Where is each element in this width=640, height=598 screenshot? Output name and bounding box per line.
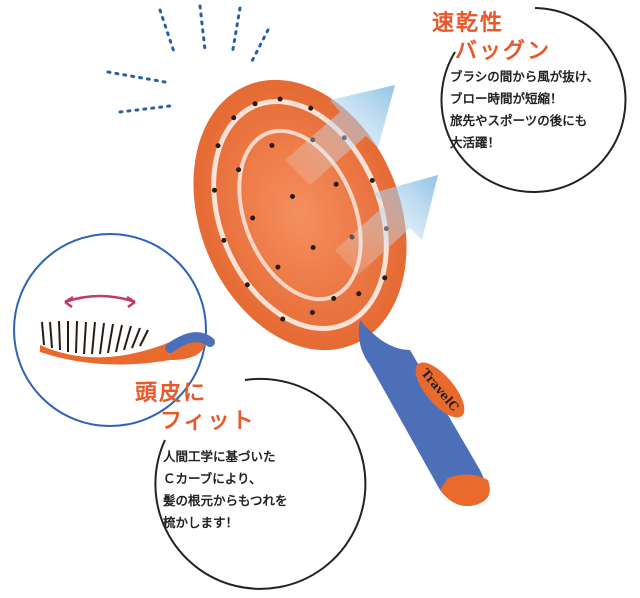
quick-dry-heading-2: バッグン [455,39,552,64]
airflow-dots [106,4,270,114]
inset-side-view [13,233,215,427]
body-line: 旅先やスポーツの後にも [450,113,588,128]
quick-dry-body: ブラシの間から風が抜け、 ブロー時間が短縮！ 旅先やスポーツの後にも 大活躍！ [450,66,599,154]
body-line: 髪の根元からもつれを [163,493,288,508]
quick-dry-heading-1: 速乾性 [432,11,505,36]
scalp-fit-heading-1: 頭皮に [135,381,208,406]
airflow-arrows [285,85,438,275]
body-line: Ｃカーブにより、 [163,471,262,486]
body-line: 大活躍！ [450,135,501,150]
hair-brush: TravelC [193,79,490,506]
body-line: 人間工学に基づいた [163,449,276,464]
callout-circle-scalp-fit [154,377,367,590]
body-line: 梳かします！ [163,515,239,530]
scalp-fit-heading-2: フィット [160,409,256,434]
callout-circle-quick-dry [440,7,627,193]
body-line: ブロー時間が短縮！ [450,91,563,106]
scalp-fit-body: 人間工学に基づいた Ｃカーブにより、 髪の根元からもつれを 梳かします！ [163,446,288,534]
body-line: ブラシの間から風が抜け、 [450,69,600,84]
